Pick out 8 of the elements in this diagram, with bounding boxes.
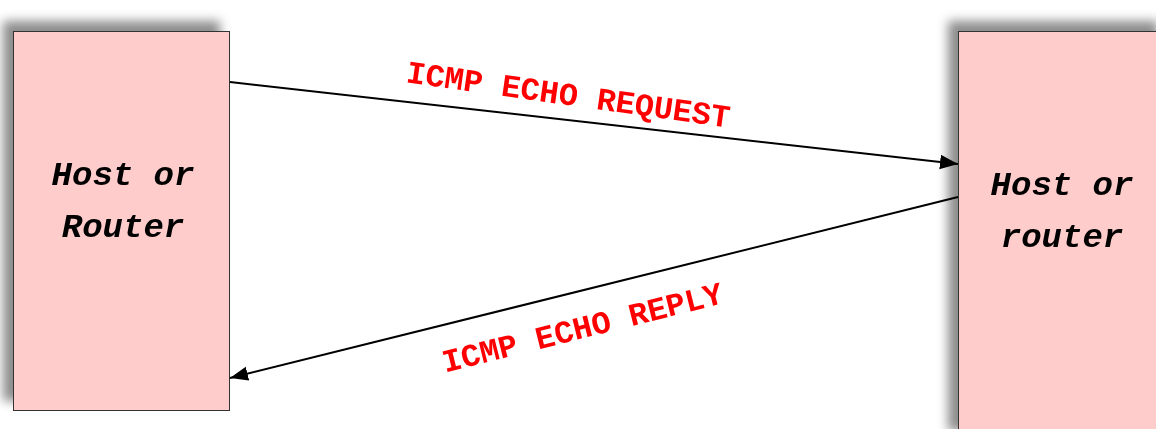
device-label: Host or Router [50, 156, 196, 249]
device-box [958, 31, 1156, 429]
device-box [13, 31, 230, 411]
edge-label: ICMP ECHO REQUEST [404, 58, 732, 136]
arrow [229, 196, 959, 381]
arrow [229, 81, 959, 170]
edge-label: ICMP ECHO REPLY [439, 279, 727, 381]
device-label: Host or router [989, 166, 1135, 259]
